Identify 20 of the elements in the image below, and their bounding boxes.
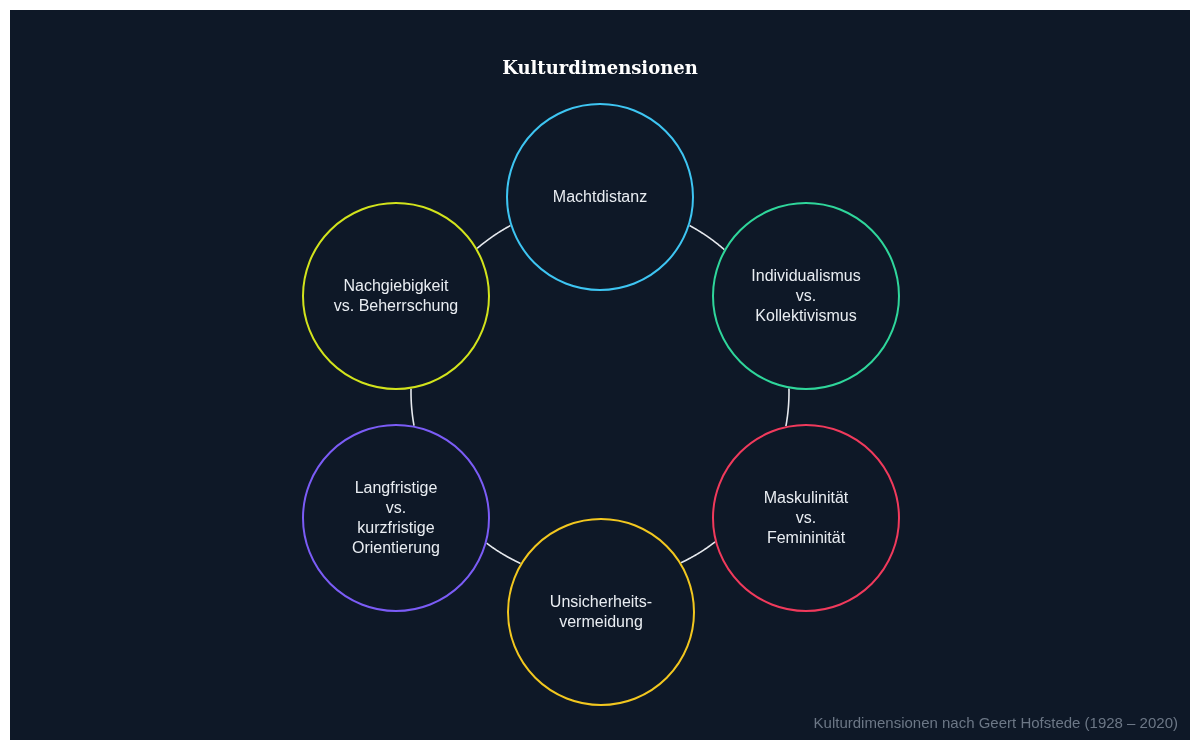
dimension-circle <box>712 202 900 390</box>
node-label: Nachgiebigkeit vs. Beherrschung <box>332 276 460 316</box>
connector-line <box>476 224 512 250</box>
node-label: Individualismus vs. Kollektivismus <box>750 266 862 326</box>
node-label: Maskulinität vs. Femininität <box>762 488 850 548</box>
dimension-circle <box>302 202 490 390</box>
dimension-circle <box>506 103 694 291</box>
dimension-circle <box>302 424 490 612</box>
source-caption: Kulturdimensionen nach Geert Hofstede (1928 – 2020) <box>813 714 1178 732</box>
connector-line <box>688 224 726 251</box>
connector-line <box>680 541 716 564</box>
dimension-circle <box>712 424 900 612</box>
node-label: Machtdistanz <box>551 187 649 207</box>
node-label: Unsicherheits- vermeidung <box>548 592 654 632</box>
connector-line <box>410 388 415 427</box>
diagram-title: Kulturdimensionen <box>502 57 698 79</box>
node-label: Langfristige vs. kurzfristige Orientierung <box>350 478 441 558</box>
connector-line <box>485 542 522 565</box>
dimension-circle <box>507 518 695 706</box>
connector-line <box>785 387 790 427</box>
